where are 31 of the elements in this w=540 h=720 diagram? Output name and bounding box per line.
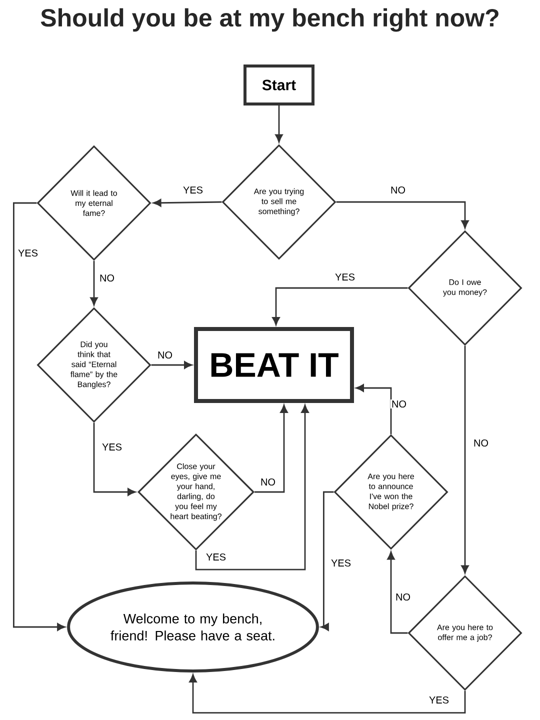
edge-label: NO: [260, 477, 276, 487]
arrow: [387, 552, 408, 634]
edge-label: NO: [98, 273, 116, 283]
arrow: [320, 491, 334, 631]
arrow: [461, 346, 469, 574]
edge-label: NO: [472, 438, 490, 448]
title: Should you be at my bench right now?: [40, 8, 498, 32]
edge-label: NO: [390, 399, 408, 409]
edge-label: YES: [182, 185, 204, 195]
edge-label: NO: [156, 350, 174, 360]
arrow: [275, 106, 283, 142]
edge-label: NO: [390, 185, 406, 195]
arrow: [336, 201, 469, 228]
edge-label: YES: [17, 248, 39, 258]
arrow: [356, 384, 392, 434]
edge-label: YES: [428, 695, 450, 705]
edge-label: YES: [205, 552, 227, 562]
edge-label: YES: [330, 558, 352, 568]
arrow: [93, 422, 136, 496]
arrow: [90, 260, 98, 306]
start-box: Start: [244, 64, 314, 106]
arrow: [153, 199, 222, 207]
arrow: [189, 674, 466, 714]
arrow: [254, 404, 288, 493]
edge-label: YES: [101, 442, 123, 452]
edge-label: YES: [334, 272, 356, 282]
arrow: [272, 287, 408, 326]
end-box: BEAT IT: [194, 327, 354, 403]
arrow: [151, 361, 192, 369]
arrow: [13, 202, 66, 631]
arrow: [195, 404, 309, 570]
